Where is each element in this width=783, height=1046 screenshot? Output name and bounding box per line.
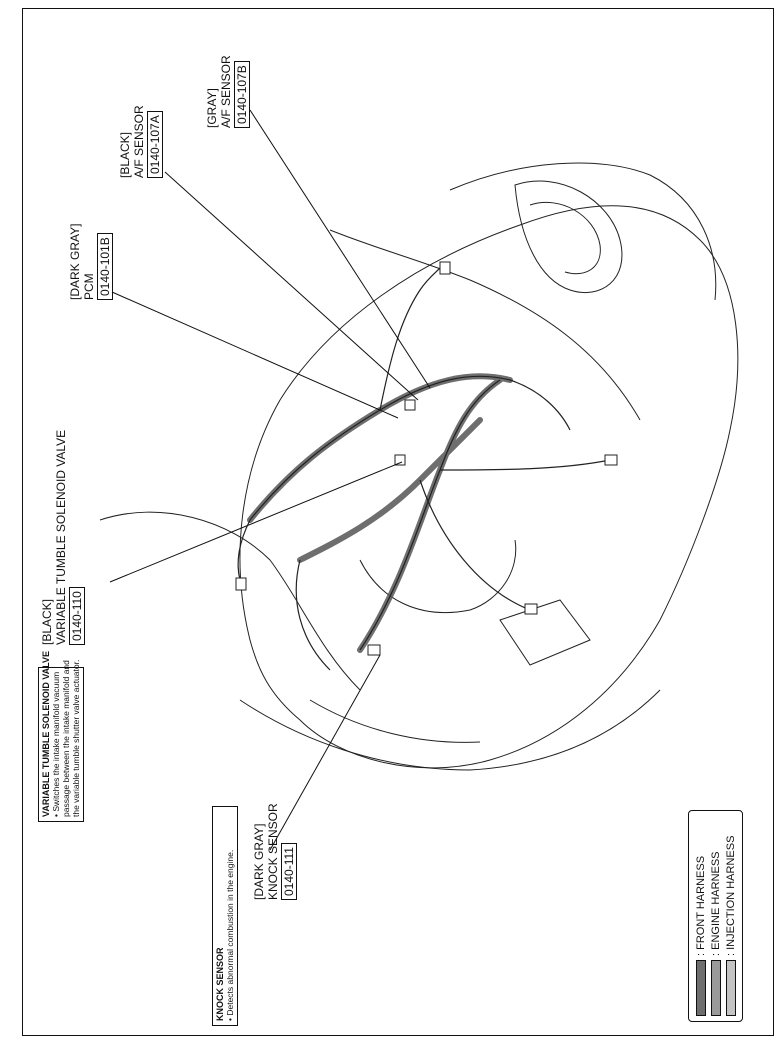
fender-line [99,511,361,691]
legend-item: : INJECTION HARNESS [723,816,738,1016]
leader-line [269,654,381,851]
connector-code: 0140-107A [147,111,163,178]
legend-item: : ENGINE HARNESS [708,816,723,1016]
callout-af-sensor-gray: [GRAY] A/F SENSOR 0140-107B [205,55,250,128]
branch-wire-6 [509,379,571,431]
color-tag: [BLACK] [40,598,54,645]
connector [604,454,618,466]
connector [524,603,538,615]
callout-knock-sensor: [DARK GRAY] KNOCK SENSOR 0140-111 [252,803,297,900]
legend-label: : FRONT HARNESS [694,855,707,956]
grille-line [309,699,481,743]
callout-variable-tumble-solenoid-valve: [BLACK] VARIABLE TUMBLE SOLENOID VALVE 0… [40,430,85,645]
legend-label: : ENGINE HARNESS [709,851,722,956]
wheel-arch-inner [529,201,601,275]
connector-code: 0140-101B [97,233,113,300]
injection-harness [297,417,483,563]
note-variable-tumble-solenoid-valve: VARIABLE TUMBLE SOLENOID VALVE • Switche… [38,651,84,822]
hood-line [329,229,641,421]
leader-line [249,109,431,389]
lower-panel [499,599,591,666]
branch-wire-2 [439,459,611,471]
connector [404,399,416,411]
component-name: VARIABLE TUMBLE SOLENOID VALVE [54,429,68,645]
front-harness [247,373,513,523]
branch-wire-3 [419,479,531,611]
page-frame [22,8,774,1036]
vehicle-body-outline [239,205,739,769]
connector [439,261,451,275]
color-tag: [DARK GRAY] [68,223,82,300]
legend-swatch [710,960,721,1016]
front-harness-edge [249,375,511,521]
leader-line [109,461,403,583]
note-title: KNOCK SENSOR [215,947,225,1021]
component-name: PCM [82,273,96,300]
callout-pcm: [DARK GRAY] PCM 0140-101B [68,224,113,300]
color-tag: [GRAY] [205,88,219,128]
color-tag: [BLACK] [118,131,132,178]
engine-bay-line [359,539,517,614]
connector-code: 0140-107B [234,61,250,128]
connector [367,644,381,656]
note-line: • Switches the intake manifold vacuum [51,671,61,817]
note-line: the variable tumble shutter valve actuat… [71,659,81,817]
note-line: • Detects abnormal combustion in the eng… [225,849,235,1021]
color-tag: [DARK GRAY] [252,823,266,900]
connector [394,454,406,466]
note-title: VARIABLE TUMBLE SOLENOID VALVE [41,650,51,817]
branch-wire-4 [295,559,331,671]
component-name: A/F SENSOR [219,55,233,128]
branch-wire-1 [379,261,446,411]
leader-line [111,291,399,419]
component-name: KNOCK SENSOR [266,803,280,900]
component-name: A/F SENSOR [132,105,146,178]
legend-item: : FRONT HARNESS [693,816,708,1016]
wheel-arch [514,180,623,294]
note-line: passage between the intake manifold and [61,660,71,817]
windshield-outline [449,162,717,301]
legend-swatch [725,960,736,1016]
connector-code: 0140-110 [69,587,85,645]
callout-af-sensor-black: [BLACK] A/F SENSOR 0140-107A [118,105,163,178]
note-knock-sensor: KNOCK SENSOR • Detects abnormal combusti… [212,806,238,1026]
engine-harness-edge [359,379,501,651]
legend-label: : INJECTION HARNESS [724,835,737,956]
connector-code: 0140-111 [281,843,297,900]
legend-swatch [695,960,706,1016]
harness-legend: : FRONT HARNESS : ENGINE HARNESS : INJEC… [688,810,743,1022]
bumper-line [239,689,661,771]
leader-line [164,171,419,401]
connector [235,577,247,591]
